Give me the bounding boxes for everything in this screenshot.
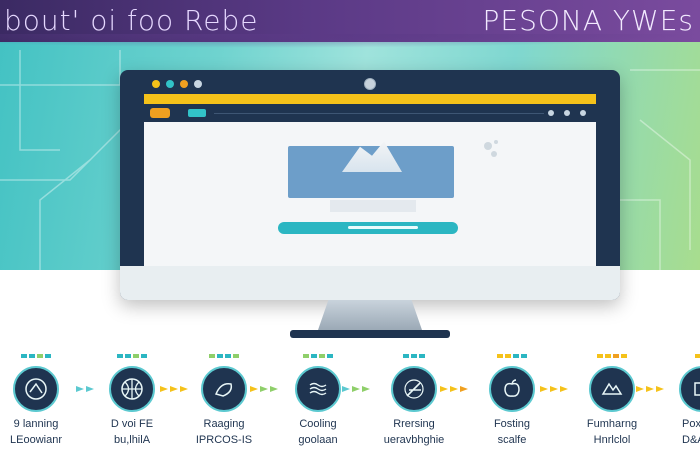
- step-title: Pox: [682, 418, 700, 430]
- waves-icon: [295, 366, 341, 412]
- step-title: Cooling: [299, 418, 337, 430]
- step-progress-dots: [268, 354, 368, 360]
- toolbar-dot-icon[interactable]: [564, 110, 570, 116]
- step-title: Rrersing: [393, 418, 435, 430]
- yellow-dot-icon[interactable]: [152, 80, 160, 88]
- browser-toolbar: [144, 104, 596, 122]
- step-progress-dots: [364, 354, 464, 360]
- step-4[interactable]: Cooling goolaan: [268, 352, 368, 470]
- step-subtitle: goolaan: [298, 434, 338, 446]
- window-controls: [152, 80, 202, 88]
- step-title: Fumharng: [586, 418, 638, 430]
- apple-icon: [489, 366, 535, 412]
- hero-image-shadow: [330, 200, 416, 212]
- globe-icon: [589, 366, 635, 412]
- teal-dot-icon[interactable]: [166, 80, 174, 88]
- monitor-screen: [144, 94, 596, 272]
- cta-button-label-line: [348, 226, 418, 229]
- monitor-chin: [120, 266, 620, 300]
- toolbar-teal-button[interactable]: [188, 109, 206, 117]
- monitor-stand-neck: [318, 300, 422, 330]
- step-6[interactable]: Fosting scalfe: [462, 352, 562, 470]
- hero-image-card: [288, 141, 454, 198]
- step-planning[interactable]: 9 lanning LEoowianr: [0, 352, 86, 470]
- webcam-icon: [364, 78, 376, 90]
- background-circuit-lines: [0, 50, 700, 270]
- step-8[interactable]: Pox D&A: [652, 352, 700, 470]
- step-7[interactable]: Fumharng Hnrlclol: [562, 352, 662, 470]
- tools-icon: [201, 366, 247, 412]
- step-2[interactable]: D voi FE bu,lhilA: [82, 352, 182, 470]
- step-progress-dots: [652, 354, 700, 360]
- step-title: D voi FE: [110, 418, 154, 430]
- orange-dot-icon[interactable]: [180, 80, 188, 88]
- toolbar-divider: [214, 113, 544, 114]
- step-subtitle: IPRCOS-IS: [195, 434, 253, 446]
- step-progress-dots: [174, 354, 274, 360]
- header-title-left: bout' oi foo Rebe: [4, 4, 259, 37]
- pen-icon: [391, 366, 437, 412]
- header-title-right: PESONA YWEs: [482, 4, 694, 37]
- mountain-icon: [342, 141, 402, 172]
- browser-address-bar[interactable]: [144, 94, 596, 104]
- step-title: Raaging: [203, 418, 245, 430]
- step-3[interactable]: Raaging IPRCOS-IS: [174, 352, 274, 470]
- toolbar-orange-button[interactable]: [150, 108, 170, 118]
- arrow-chain: [76, 386, 664, 392]
- monitor-frame: [120, 70, 620, 300]
- header-band-fade: [0, 34, 700, 48]
- step-subtitle: D&A: [682, 434, 700, 446]
- process-steps: 9 lanning LEoowianr D voi FE bu,lhilA Ra…: [0, 352, 700, 470]
- step-progress-dots: [462, 354, 562, 360]
- step-subtitle: LEoowianr: [10, 434, 62, 446]
- step-subtitle: Hnrlclol: [593, 434, 631, 446]
- basketball-icon: [109, 366, 155, 412]
- step-subtitle: bu,lhilA: [113, 434, 151, 446]
- monitor-stand-base: [290, 330, 450, 338]
- step-title: Fosting: [493, 418, 531, 430]
- step-progress-dots: [562, 354, 662, 360]
- toolbar-dot-icon[interactable]: [580, 110, 586, 116]
- step-subtitle: ueravbhghie: [383, 434, 445, 446]
- sparkle-icon: [484, 140, 498, 157]
- cta-button[interactable]: [278, 222, 458, 234]
- step-title: 9 lanning: [13, 418, 59, 430]
- step-progress-dots: [82, 354, 182, 360]
- box-icon: [679, 366, 700, 412]
- step-subtitle: scalfe: [497, 434, 527, 446]
- gray-dot-icon[interactable]: [194, 80, 202, 88]
- step-progress-dots: [0, 354, 86, 360]
- step-5[interactable]: Rrersing ueravbhghie: [364, 352, 464, 470]
- toolbar-dot-icon[interactable]: [548, 110, 554, 116]
- compass-icon: [13, 366, 59, 412]
